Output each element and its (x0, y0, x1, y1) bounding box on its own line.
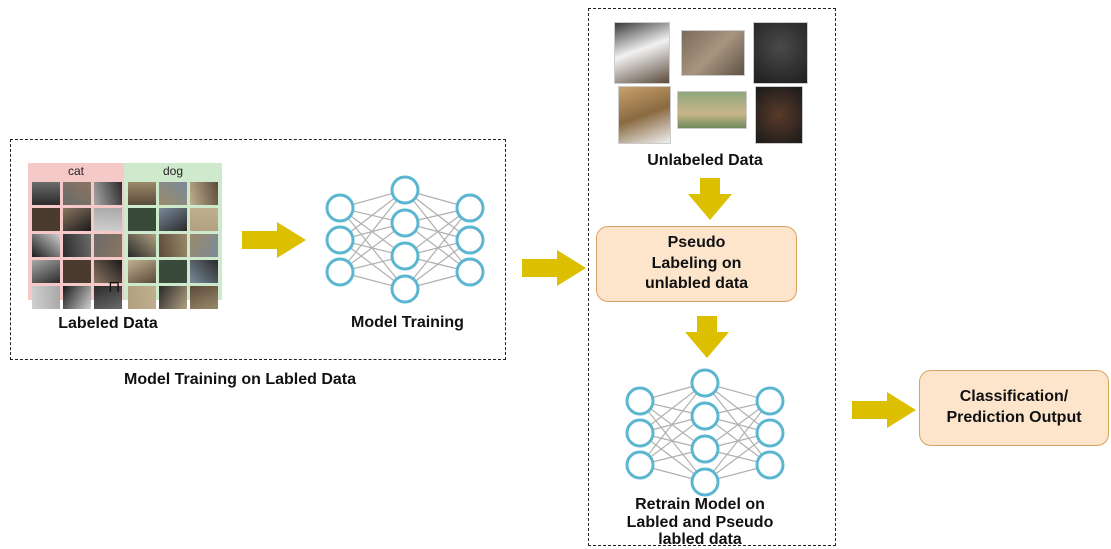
dog-thumbnail (190, 286, 218, 309)
cat-thumbnail (63, 208, 91, 231)
dog-thumbnail (128, 182, 156, 205)
training-net-node (455, 193, 485, 223)
cat-thumbnails (28, 179, 124, 312)
dog-thumbnail (190, 208, 218, 231)
dog-thumbnail (159, 234, 187, 257)
labeled-training-group (10, 139, 506, 360)
dog-thumbnail (190, 260, 218, 283)
dog-thumbnail (190, 182, 218, 205)
cat-thumbnail (32, 182, 60, 205)
cat-thumbnail (94, 208, 122, 231)
labeled-training-group-label: Model Training on Labled Data (123, 371, 356, 388)
dog-thumbnail (159, 182, 187, 205)
retrain-net-node (690, 401, 720, 431)
arrow-down-icon-1 (688, 178, 732, 220)
cat-thumbnail (94, 286, 122, 309)
cursor-icon: ⊓ (108, 279, 121, 296)
unlabeled-data-label: Unlabeled Data (647, 152, 763, 169)
cat-thumbnail (94, 182, 122, 205)
model-training-label: Model Training (351, 314, 464, 331)
retrain-net-node (755, 418, 785, 448)
training-net-node (390, 274, 420, 304)
cat-thumbnail (63, 234, 91, 257)
pseudo-labeling-group (588, 8, 836, 546)
retrain-net-connection (639, 382, 706, 466)
cat-thumbnail (94, 260, 122, 283)
cat-image-panel: cat (28, 163, 124, 309)
dog-thumbnail (190, 234, 218, 257)
unlabeled-image-cat-3 (753, 22, 808, 84)
training-net-node (455, 225, 485, 255)
training-net-node (390, 241, 420, 271)
arrow-down-icon-2 (685, 316, 729, 358)
training-net-connection (404, 207, 471, 290)
retrain-net-node (755, 386, 785, 416)
unlabeled-image-dog-3 (755, 86, 803, 144)
dog-thumbnail (128, 208, 156, 231)
dog-thumbnail (159, 260, 187, 283)
retrain-net-node (755, 450, 785, 480)
cat-header: cat (67, 164, 84, 178)
retrain-net-connection (704, 400, 771, 483)
dog-thumbnail (128, 260, 156, 283)
cat-thumbnail (63, 260, 91, 283)
training-net-node (455, 257, 485, 287)
arrow-right-icon-1 (242, 222, 306, 258)
labeled-data-label: Labeled Data (58, 315, 158, 332)
training-net-node (390, 175, 420, 205)
retrain-net-node (690, 434, 720, 464)
dog-thumbnail (128, 286, 156, 309)
retrain-net-node (690, 467, 720, 497)
arrow-right-icon-3 (852, 392, 916, 428)
dog-header: dog (162, 164, 184, 178)
retrain-net-node (625, 386, 655, 416)
training-net-node (325, 225, 355, 255)
cat-thumbnail (32, 234, 60, 257)
unlabeled-image-dog-1 (618, 86, 671, 144)
classification-output-box: Classification/ Prediction Output (919, 370, 1109, 446)
training-net-connection (339, 189, 406, 273)
cat-thumbnail (32, 286, 60, 309)
retrain-net-node (690, 368, 720, 398)
dog-thumbnail (159, 208, 187, 231)
cat-thumbnail (32, 260, 60, 283)
neural-network-icon-retrain (625, 368, 785, 497)
cat-thumbnail (94, 234, 122, 257)
training-net-node (325, 193, 355, 223)
unlabeled-image-cat-1 (614, 22, 670, 84)
arrow-right-icon-2 (522, 250, 586, 286)
neural-network-icon-training (325, 175, 485, 304)
training-net-node (390, 208, 420, 238)
cat-thumbnail (63, 286, 91, 309)
dog-thumbnail (128, 234, 156, 257)
training-net-node (325, 257, 355, 287)
unlabeled-image-dog-2 (677, 91, 747, 129)
unlabeled-image-cat-2 (681, 30, 745, 76)
pseudo-labeling-box: Pseudo Labeling on unlabled data (596, 226, 797, 302)
dog-thumbnail (159, 286, 187, 309)
dog-thumbnails (124, 179, 222, 312)
cat-thumbnail (63, 182, 91, 205)
dog-image-panel: dog (124, 163, 222, 309)
retrain-model-label: Retrain Model on Labled and Pseudo lable… (626, 496, 774, 549)
retrain-net-node (625, 450, 655, 480)
retrain-net-node (625, 418, 655, 448)
cat-thumbnail (32, 208, 60, 231)
